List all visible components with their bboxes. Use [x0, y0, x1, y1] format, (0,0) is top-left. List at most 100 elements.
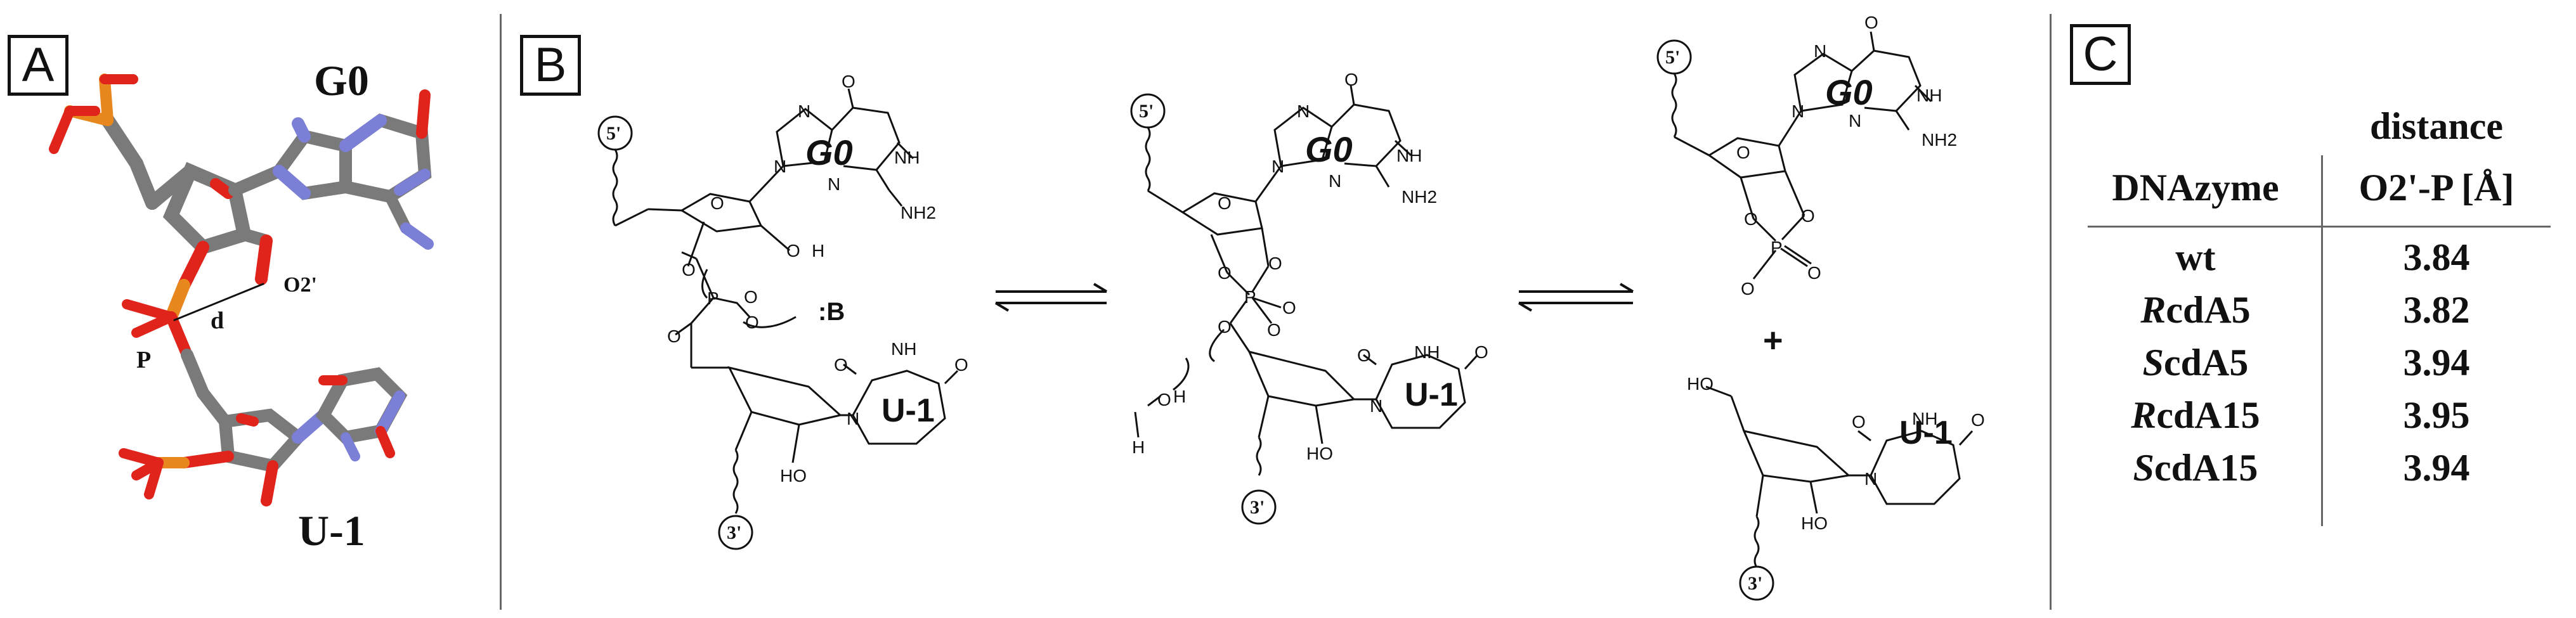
u1-label: U-1: [298, 506, 365, 555]
panel-b-mechanism: 5' 3' G0 U-1 :B N N N NH NH2 O O O H O P…: [597, 13, 1985, 601]
left-oh-h: H: [812, 241, 824, 261]
header-dnazyme: DNAzyme: [2112, 167, 2279, 209]
header-distance: distance: [2370, 105, 2503, 147]
mid-g0: G0: [1305, 129, 1353, 169]
mid-nh: NH: [1396, 146, 1422, 165]
row-prefix: S: [2133, 447, 2155, 489]
left-u-o2: O: [954, 355, 968, 375]
row-value: 3.84: [2403, 236, 2470, 278]
right-o3: O: [1744, 209, 1758, 229]
left-n2: N: [774, 157, 786, 176]
left-p: P: [707, 288, 719, 308]
row-value: 3.95: [2403, 394, 2470, 436]
right-3prime: 3': [1748, 573, 1762, 594]
row-value: 3.94: [2403, 447, 2470, 489]
header-o2p: O2'-P [Å]: [2358, 167, 2514, 209]
right-o-ring: O: [1736, 143, 1750, 162]
right-structure-cyclic: [1656, 31, 1932, 280]
left-ho: HO: [780, 466, 807, 486]
mid-o3: O: [1218, 263, 1232, 283]
right-u1: U-1: [1899, 415, 1953, 451]
row-name: cdA15: [2154, 447, 2258, 489]
left-base: :B: [818, 298, 845, 326]
right-ho-bot: HO: [1801, 513, 1828, 533]
mid-p: P: [1244, 287, 1256, 307]
panel-a-molecule: G0 U-1 O2' P d: [49, 56, 434, 555]
g0-label: G0: [314, 56, 369, 105]
right-nh: NH: [1916, 86, 1942, 105]
left-3prime: 3': [727, 522, 741, 543]
left-o-ring: O: [710, 193, 724, 213]
left-oh-o: O: [786, 241, 800, 261]
mid-nh2: NH2: [1402, 187, 1437, 207]
header-rule: [2088, 226, 2551, 228]
right-u-o2: O: [1971, 410, 1985, 430]
mid-water-h1: H: [1173, 387, 1186, 406]
mid-ho: HO: [1306, 444, 1333, 463]
d-label: d: [211, 307, 224, 334]
row-value: 3.94: [2403, 342, 2470, 383]
right-plus: +: [1763, 321, 1783, 359]
right-n3: N: [1849, 111, 1861, 131]
middle-structure: [1130, 85, 1479, 525]
right-ho-top: HO: [1687, 374, 1714, 394]
left-u1: U-1: [881, 392, 935, 429]
mid-n3: N: [1329, 171, 1341, 191]
equilibrium-arrow-1: [994, 283, 1108, 312]
mid-u-o2: O: [1474, 342, 1488, 362]
right-n1: N: [1814, 41, 1826, 61]
mid-water-o: O: [1157, 390, 1171, 409]
panel-c-label: C: [2070, 24, 2131, 85]
left-nh: NH: [894, 148, 920, 167]
right-nh2: NH2: [1922, 130, 1957, 150]
row-name: wt: [2175, 236, 2216, 278]
row-name: cdA5: [2164, 342, 2249, 383]
mid-u-o1: O: [1357, 345, 1371, 365]
mid-u1: U-1: [1405, 377, 1458, 413]
right-structure-nucleoside: [1705, 385, 1974, 601]
left-5prime: 5': [606, 123, 621, 144]
left-n3: N: [828, 174, 840, 194]
table-row: wt 3.84: [2069, 236, 2551, 284]
mid-po2: O: [1267, 320, 1281, 340]
table-row: ScdA15 3.94: [2069, 446, 2551, 494]
mid-u-n: N: [1370, 396, 1382, 416]
right-g0: G0: [1825, 72, 1873, 112]
right-po1: O: [1807, 263, 1821, 283]
left-u-o1: O: [834, 355, 848, 375]
left-u-n: N: [847, 409, 859, 428]
right-u-n: N: [1864, 469, 1877, 489]
left-po2: O: [745, 312, 759, 332]
panel-b-label: B: [520, 35, 581, 96]
right-5prime: 5': [1665, 47, 1680, 68]
right-p: P: [1771, 238, 1783, 257]
row-value: 3.82: [2403, 289, 2470, 331]
separator-b-c: [2050, 14, 2052, 610]
o2-label: O2': [283, 273, 317, 297]
row-prefix: R: [2140, 289, 2166, 331]
mid-o5: O: [1218, 317, 1232, 337]
distance-table: distance DNAzyme O2'-P [Å] wt 3.84 RcdA5…: [2069, 0, 2563, 618]
mid-5prime: 5': [1139, 101, 1154, 122]
left-u-nh: NH: [891, 339, 916, 359]
row-prefix: R: [2131, 394, 2157, 436]
mid-u-nh: NH: [1414, 342, 1440, 362]
row-name: cdA5: [2166, 289, 2251, 331]
mid-n1: N: [1297, 101, 1310, 121]
right-o2: O: [1801, 206, 1815, 226]
mid-n2: N: [1272, 157, 1284, 176]
table-row: ScdA5 3.94: [2069, 341, 2551, 389]
row-prefix: S: [2142, 342, 2164, 383]
table-row: RcdA5 3.82: [2069, 288, 2551, 337]
left-g0: G0: [805, 132, 853, 172]
mid-o-top: O: [1344, 70, 1358, 89]
mid-o2: O: [1268, 254, 1282, 273]
p-label: P: [136, 347, 151, 373]
right-po2: O: [1741, 279, 1755, 299]
right-n2: N: [1792, 101, 1804, 121]
right-u-o1: O: [1852, 412, 1866, 432]
panel-a-atom-labels: G0 U-1 O2' P d: [136, 56, 369, 555]
row-name: cdA15: [2156, 394, 2260, 436]
mid-3prime: 3': [1250, 497, 1265, 518]
table-row: RcdA15 3.95: [2069, 394, 2551, 442]
